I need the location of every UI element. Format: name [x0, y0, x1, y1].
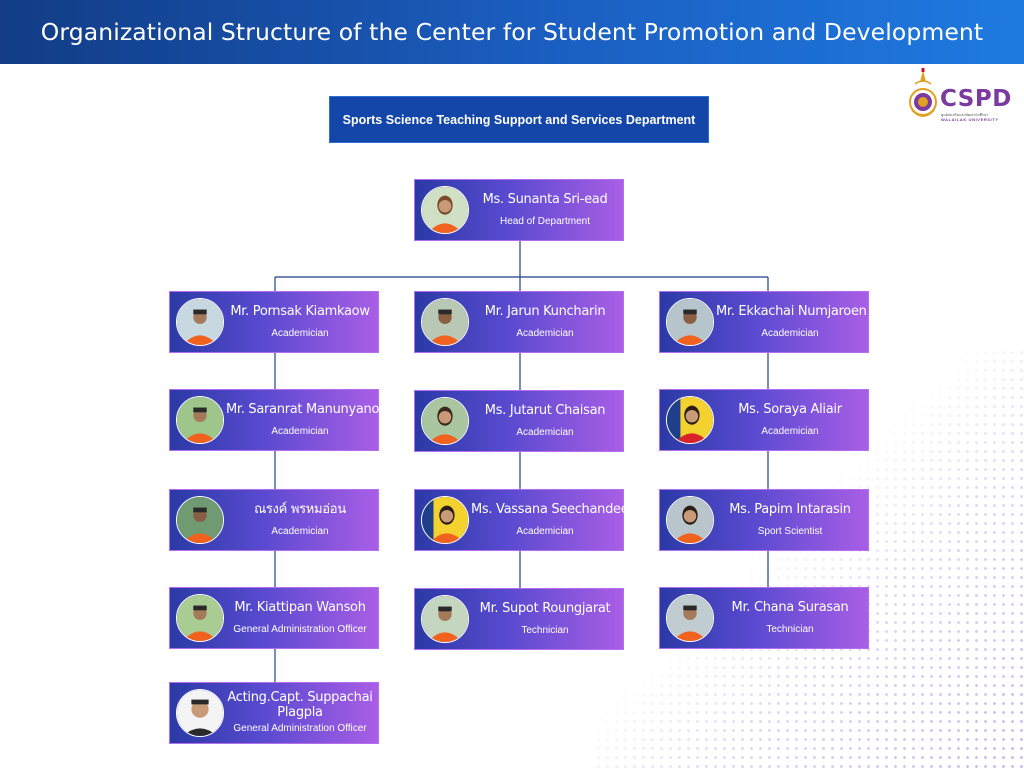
org-card[interactable]: Mr. Kiattipan Wansoh General Administrat… — [169, 587, 379, 649]
person-role: General Administration Officer — [233, 723, 367, 734]
org-card-head[interactable]: Ms. Sunanta Sri-ead Head of Department — [414, 179, 624, 241]
person-role: Academician — [271, 526, 329, 537]
person-name: Ms. Papim Intarasin — [729, 502, 851, 517]
logo-wordmark: CSPD — [940, 86, 1012, 112]
org-card[interactable]: Ms. Vassana Seechandee Academician — [414, 489, 629, 551]
person-role: Academician — [271, 328, 329, 339]
org-card[interactable]: Ms. Papim Intarasin Sport Scientist — [659, 489, 869, 551]
person-role: Academician — [271, 426, 329, 437]
person-name: Acting.Capt. Suppachai Plagpla — [227, 690, 373, 720]
person-name: ณรงค์ พรหมอ่อน — [254, 502, 346, 517]
person-role: Academician — [516, 328, 574, 339]
person-name: Ms. Jutarut Chaisan — [484, 403, 606, 418]
person-role: Sport Scientist — [757, 526, 823, 537]
portrait-photo — [666, 496, 714, 544]
org-card[interactable]: Mr. Chana Surasan Technician — [659, 587, 869, 649]
portrait-photo — [666, 298, 714, 346]
person-name: Mr. Chana Surasan — [731, 600, 849, 615]
department-label: Sports Science Teaching Support and Serv… — [342, 112, 696, 127]
logo-subtitle: ศูนย์ส่งเสริมและพัฒนานักศึกษา — [941, 113, 989, 117]
person-name: Ms. Sunanta Sri-ead — [482, 192, 608, 207]
org-card[interactable]: Mr. Jarun Kuncharin Academician — [414, 291, 624, 353]
cspd-logo: CSPD ศูนย์ส่งเสริมและพัฒนานักศึกษา WALAI… — [906, 68, 1018, 126]
portrait-photo — [176, 689, 224, 737]
person-name: Mr. Saranrat Manunyanon — [226, 402, 388, 417]
portrait-photo — [176, 496, 224, 544]
person-role: Academician — [516, 526, 574, 537]
person-name: Mr. Pornsak Kiamkaow — [230, 304, 370, 319]
person-name: Mr. Supot Roungjarat — [479, 601, 611, 616]
department-box: Sports Science Teaching Support and Serv… — [329, 96, 709, 143]
person-role: Academician — [761, 328, 819, 339]
portrait-photo — [666, 396, 714, 444]
portrait-photo — [421, 496, 469, 544]
org-card[interactable]: Acting.Capt. Suppachai Plagpla General A… — [169, 682, 379, 744]
person-name: Ms. Soraya Aliair — [738, 402, 842, 417]
person-name: Mr. Kiattipan Wansoh — [234, 600, 366, 615]
org-card[interactable]: Mr. Ekkachai Numjaroen Academician — [659, 291, 869, 353]
portrait-photo — [421, 397, 469, 445]
portrait-photo — [421, 186, 469, 234]
person-role: Academician — [516, 427, 574, 438]
person-name: Mr. Jarun Kuncharin — [484, 304, 606, 319]
page-title: Organizational Structure of the Center f… — [40, 18, 984, 46]
logo-university: WALAILAK UNIVERSITY — [941, 117, 999, 122]
org-card[interactable]: Mr. Saranrat Manunyanon Academician — [169, 389, 388, 451]
person-role: General Administration Officer — [233, 624, 367, 635]
org-card[interactable]: Mr. Pornsak Kiamkaow Academician — [169, 291, 379, 353]
person-name: Mr. Ekkachai Numjaroen — [716, 304, 867, 319]
org-card[interactable]: Ms. Soraya Aliair Academician — [659, 389, 869, 451]
person-role: Technician — [766, 624, 814, 635]
portrait-photo — [176, 594, 224, 642]
org-card[interactable]: Mr. Supot Roungjarat Technician — [414, 588, 624, 650]
org-card[interactable]: Ms. Jutarut Chaisan Academician — [414, 390, 624, 452]
person-role: Academician — [761, 426, 819, 437]
page-header: Organizational Structure of the Center f… — [0, 0, 1024, 64]
portrait-photo — [421, 595, 469, 643]
org-card[interactable]: ณรงค์ พรหมอ่อน Academician — [169, 489, 379, 551]
portrait-photo — [176, 396, 224, 444]
person-role: Head of Department — [499, 216, 591, 227]
person-role: Technician — [521, 625, 569, 636]
portrait-photo — [421, 298, 469, 346]
person-name: Ms. Vassana Seechandee — [471, 502, 629, 517]
university-seal-icon — [909, 68, 937, 117]
portrait-photo — [176, 298, 224, 346]
portrait-photo — [666, 594, 714, 642]
